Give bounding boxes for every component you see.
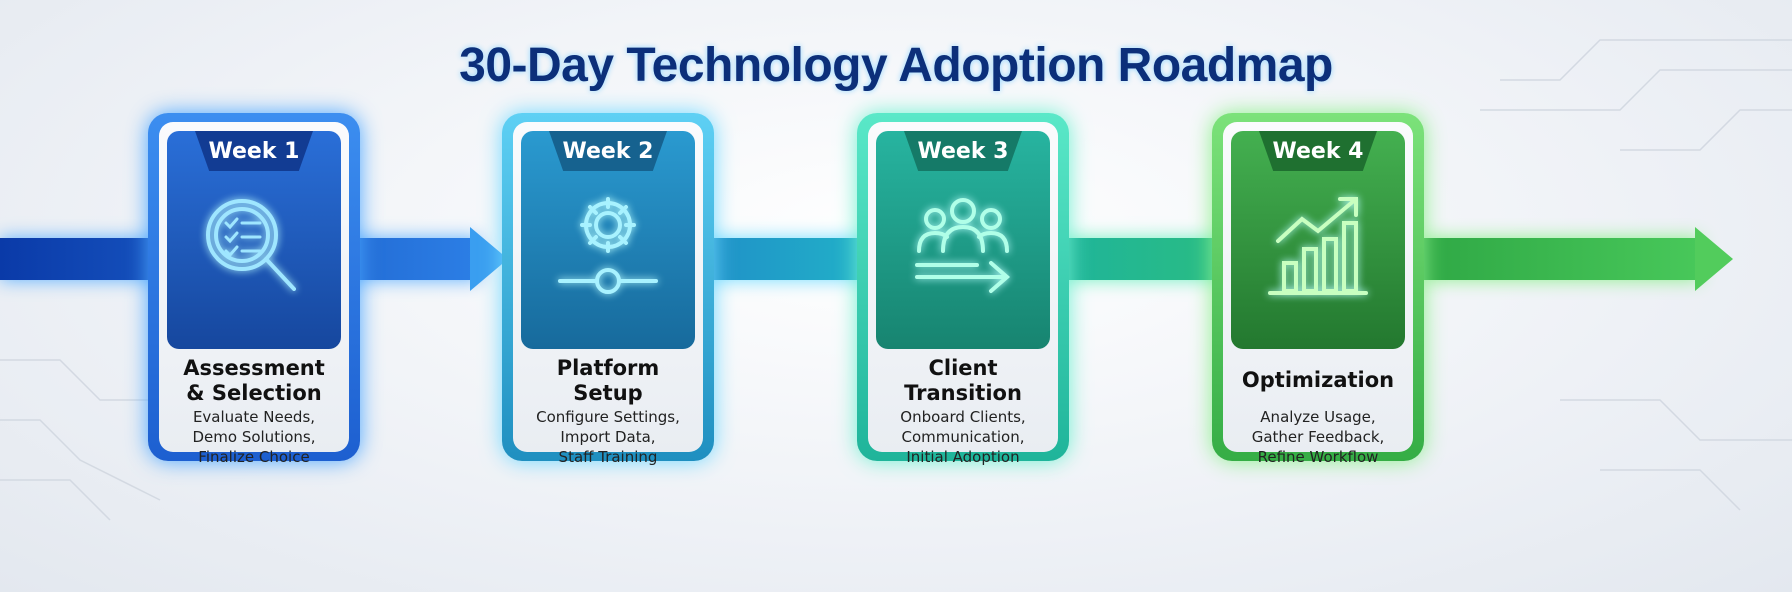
step-title: & Selection — [186, 381, 322, 405]
step-card-week-4: Week 4 Optimization Analyze Usage, Gather… — [1212, 113, 1424, 466]
page-title: 30-Day Technology Adoption Roadmap — [459, 39, 1333, 92]
gear-slider-icon — [521, 193, 695, 323]
step-task: Finalize Choice — [198, 448, 310, 466]
week-label: Week 4 — [1259, 131, 1377, 171]
step-title: Optimization — [1241, 368, 1395, 392]
step-task: Demo Solutions, — [192, 428, 316, 446]
week-label: Week 3 — [904, 131, 1022, 171]
step-card-week-1: Week 1 Assessment& Selection Evaluate Ne… — [148, 113, 360, 466]
step-task: Staff Training — [558, 448, 658, 466]
step-title: Setup — [573, 381, 643, 405]
step-title: Assessment — [183, 356, 325, 380]
step-task: Initial Adoption — [906, 448, 1020, 466]
week-label: Week 1 — [195, 131, 313, 171]
step-task: Evaluate Needs, — [192, 408, 316, 426]
step-title: Client — [928, 356, 998, 380]
week-label: Week 2 — [549, 131, 667, 171]
group-arrow-icon — [876, 193, 1050, 323]
magnifier-checklist-icon — [167, 193, 341, 323]
step-task: Analyze Usage, — [1260, 408, 1376, 426]
arrow-icon — [470, 227, 508, 291]
timeline-band-2 — [700, 238, 880, 280]
timeline-band-4 — [1420, 238, 1700, 280]
step-task: Configure Settings, — [536, 408, 680, 426]
step-task: Import Data, — [560, 428, 656, 446]
step-task: Refine Workflow — [1257, 448, 1379, 466]
step-task: Onboard Clients, — [900, 408, 1026, 426]
step-title: Platform — [556, 356, 660, 380]
step-task: Gather Feedback, — [1251, 428, 1385, 446]
step-title: Transition — [904, 381, 1022, 405]
arrow-icon — [1695, 227, 1733, 291]
growth-chart-icon — [1231, 193, 1405, 323]
step-task: Communication, — [901, 428, 1025, 446]
